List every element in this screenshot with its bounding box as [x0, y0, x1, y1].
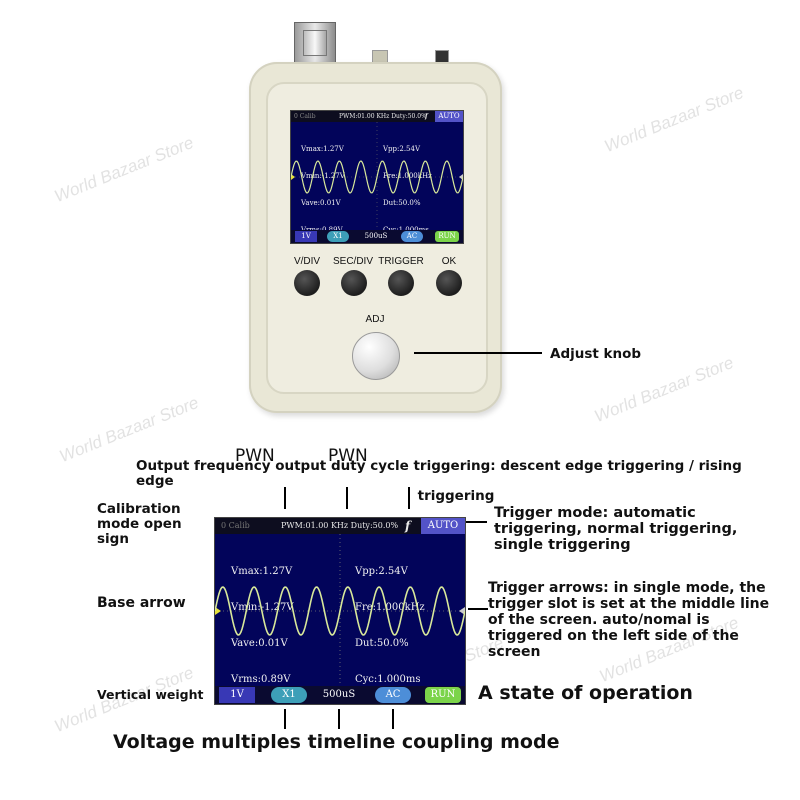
output-description-line1: Output frequency output duty cycle trigg… [136, 458, 742, 489]
annotated-screen: 0 Calib PWM:01.00 KHz Duty:50.0% f AUTO … [214, 517, 466, 705]
adjust-knob[interactable] [352, 332, 400, 380]
dut-value: Dut:50.0% [383, 199, 421, 207]
annotated-screen-top-bar: 0 Calib PWM:01.00 KHz Duty:50.0% f [215, 518, 465, 534]
coupling-leader [392, 709, 394, 729]
output-description-line2: triggering [417, 488, 495, 504]
mult-pill-large: X1 [271, 687, 307, 703]
device-screen: 0 Calib PWM:01.00 KHz Duty:50.0% f AUTO … [290, 110, 464, 244]
volt-pill-large: 1V [219, 687, 255, 703]
dut-value-large: Dut:50.0% [355, 638, 409, 649]
base-arrow-small [291, 174, 295, 180]
ok-label: OK [441, 256, 457, 267]
cyc-value-large: Cyc:1.000ms [355, 674, 421, 685]
base-arrow-marker [215, 607, 221, 615]
coupling-pill-large: AC [375, 687, 411, 703]
time-pill-large: 500uS [322, 689, 356, 700]
vdiv-button[interactable] [294, 270, 320, 296]
trigger-mode-leader [463, 521, 487, 523]
vertical-weight-label: Vertical weight [97, 687, 204, 702]
trigger-edge-icon-large: f [405, 519, 411, 533]
mult-pill: X1 [327, 231, 349, 242]
pwn2-leader [346, 487, 348, 509]
pwn-label-1: PWN [235, 446, 275, 466]
pwm-readout-large: PWM:01.00 KHz Duty:50.0% [281, 521, 399, 530]
bnc-connector-center [303, 30, 327, 56]
mult-leader [284, 709, 286, 729]
state-pill-large: RUN [425, 687, 461, 703]
watermark: World Bazaar Store [591, 352, 737, 427]
volt-pill: 1V [295, 231, 317, 242]
watermark: World Bazaar Store [56, 392, 202, 467]
output-description: Output frequency output duty cycle trigg… [136, 459, 776, 504]
vmax-value: Vmax:1.27V [301, 145, 344, 153]
annotated-screen-bottom-bar: 1V X1 500uS AC RUN [215, 686, 465, 704]
annotated-waveform [215, 534, 465, 686]
vave-value: Vave:0.01V [301, 199, 341, 207]
pwn1-leader [284, 487, 286, 509]
adj-label: ADJ [365, 314, 385, 325]
adjust-knob-leader [414, 352, 542, 354]
calib-sign: 0 Calib [294, 113, 316, 120]
calib-sign-large: 0 Calib [221, 521, 250, 530]
vave-value-large: Vave:0.01V [231, 638, 288, 649]
vrms-value-large: Vrms:0.89V [231, 674, 291, 685]
vdiv-label: V/DIV [293, 256, 321, 267]
device-screen-bottom-bar: 1V X1 500uS AC RUN [291, 230, 463, 243]
calibration-label: Calibration mode open sign [97, 501, 182, 547]
left-measurements-large: Vmax:1.27V Vmin:-1.27V Vave:0.01V Vrms:0… [231, 542, 294, 704]
trigger-button[interactable] [388, 270, 414, 296]
fre-value: Fre:1.000kHz [383, 172, 432, 180]
trigger-arrows-leader [468, 608, 488, 610]
watermark: World Bazaar Store [601, 82, 747, 157]
trigger-edge-icon: f [425, 113, 428, 120]
pwm-readout: PWM:01.00 KHz Duty:50.0% [339, 113, 427, 120]
coupling-pill: AC [401, 231, 423, 242]
trigger-mode-label: Trigger mode: automatic triggering, norm… [494, 505, 738, 553]
ok-button[interactable] [436, 270, 462, 296]
right-measurements-large: Vpp:2.54V Fre:1.000kHz Dut:50.0% Cyc:1.0… [355, 542, 425, 704]
device-screen-top-bar: 0 Calib PWM:01.00 KHz Duty:50.0% f [291, 111, 463, 122]
bottom-caption: Voltage multiples timeline coupling mode [113, 731, 560, 753]
watermark: World Bazaar Store [51, 132, 197, 207]
trigger-arrow-small [459, 174, 463, 180]
vpp-value-large: Vpp:2.54V [355, 566, 408, 577]
mode-badge-large: AUTO [421, 518, 465, 534]
trigger-arrow-marker [459, 607, 465, 615]
time-leader [338, 709, 340, 729]
time-pill: 500uS [364, 232, 388, 240]
trigger-arrows-label: Trigger arrows: in single mode, the trig… [488, 580, 770, 660]
base-arrow-label: Base arrow [97, 595, 186, 611]
state-pill: RUN [435, 231, 459, 242]
device-waveform [291, 122, 463, 229]
vmin-value-large: Vmin:-1.27V [231, 602, 294, 613]
adjust-knob-label: Adjust knob [550, 346, 642, 362]
fre-value-large: Fre:1.000kHz [355, 602, 425, 613]
state-of-operation-label: A state of operation [478, 682, 693, 704]
pwn-label-2: PWN [328, 446, 368, 466]
vmax-value-large: Vmax:1.27V [231, 566, 293, 577]
trigger-edge-leader [408, 487, 410, 509]
vpp-value: Vpp:2.54V [383, 145, 421, 153]
secdiv-button[interactable] [341, 270, 367, 296]
trigger-label: TRIGGER [378, 256, 424, 267]
mode-badge: AUTO [435, 111, 463, 122]
secdiv-label: SEC/DIV [332, 256, 373, 267]
